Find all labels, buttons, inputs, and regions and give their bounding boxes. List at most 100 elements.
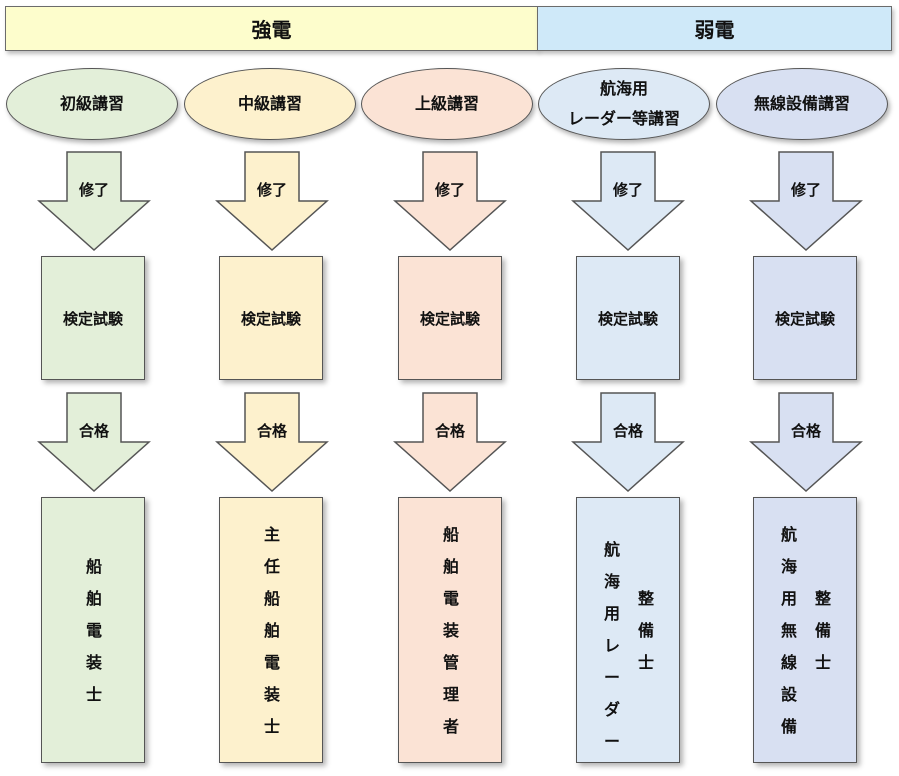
license-name-column: 航海用無線設備 <box>779 519 799 743</box>
completion-arrow-polygon <box>749 151 863 252</box>
course-label: 無線設備講習 <box>753 94 850 113</box>
license-char: 装 <box>442 621 459 640</box>
license-char: 海 <box>780 557 797 576</box>
license-char: 装 <box>85 653 102 672</box>
license-char: 備 <box>780 717 797 736</box>
exam-box: 検定試験 <box>398 256 502 380</box>
license-name-column: 整備士 <box>636 583 656 679</box>
license-char: 備 <box>814 621 831 640</box>
completion-arrow: 修了 <box>393 151 507 252</box>
strong-current-label: 強電 <box>251 18 292 42</box>
pass-arrow-label: 合格 <box>434 422 465 440</box>
pass-arrow: 合格 <box>571 392 685 493</box>
license-char: ダ <box>603 700 620 719</box>
pass-arrow-shape <box>749 392 863 493</box>
completion-arrow-label: 修了 <box>434 181 465 199</box>
license-char: 備 <box>637 621 654 640</box>
license-box: 航海用無線設備整備士 <box>753 497 857 763</box>
exam-box: 検定試験 <box>576 256 680 380</box>
license-name-column: 航海用レーダー <box>602 534 622 758</box>
license-char: 士 <box>814 653 831 672</box>
completion-arrow-shape <box>37 151 151 252</box>
pass-arrow-shape <box>393 392 507 493</box>
license-char: 用 <box>780 589 797 608</box>
completion-arrow-shape <box>393 151 507 252</box>
completion-arrow-label: 修了 <box>790 181 821 199</box>
license-char: 理 <box>442 685 459 704</box>
strong-current-header: 強電 <box>5 6 538 51</box>
pass-arrow-shape <box>215 392 329 493</box>
license-char: 船 <box>263 589 280 608</box>
license-char: レ <box>603 636 620 655</box>
course-node: 初級講習 <box>6 68 178 140</box>
exam-label: 検定試験 <box>419 309 480 328</box>
completion-arrow-polygon <box>571 151 685 252</box>
pass-arrow-polygon <box>393 392 507 493</box>
license-char: ー <box>603 668 620 687</box>
license-char: 舶 <box>263 621 280 640</box>
license-char: 航 <box>603 540 620 559</box>
license-char: 士 <box>85 685 102 704</box>
pass-arrow-label: 合格 <box>612 422 643 440</box>
license-char: 士 <box>263 717 280 736</box>
course-label: 中級講習 <box>237 94 302 113</box>
completion-arrow: 修了 <box>37 151 151 252</box>
pass-arrow: 合格 <box>393 392 507 493</box>
completion-arrow-polygon <box>393 151 507 252</box>
course-label: 航海用 <box>599 79 648 98</box>
license-char: 整 <box>637 589 654 608</box>
completion-arrow: 修了 <box>571 151 685 252</box>
exam-label: 検定試験 <box>62 309 123 328</box>
pass-arrow-shape <box>37 392 151 493</box>
exam-box: 検定試験 <box>41 256 145 380</box>
course-label: 初級講習 <box>59 94 124 113</box>
license-char: 用 <box>603 604 620 623</box>
license-char: 舶 <box>442 557 459 576</box>
license-char: 線 <box>780 653 797 672</box>
license-char: 海 <box>603 572 620 591</box>
exam-label: 検定試験 <box>240 309 301 328</box>
license-char: ー <box>603 732 620 751</box>
completion-arrow-shape <box>749 151 863 252</box>
license-name-column: 船舶電装士 <box>84 551 104 711</box>
license-char: 航 <box>780 525 797 544</box>
completion-arrow-label: 修了 <box>78 181 109 199</box>
license-char: 設 <box>780 685 797 704</box>
course-label: レーダー等講習 <box>567 109 680 128</box>
course-node: 航海用レーダー等講習 <box>538 68 710 140</box>
course-node: 無線設備講習 <box>716 68 888 140</box>
exam-label: 検定試験 <box>597 309 658 328</box>
license-char: 電 <box>263 653 280 672</box>
license-char: 無 <box>780 621 797 640</box>
license-char: 管 <box>442 653 459 672</box>
pass-arrow: 合格 <box>215 392 329 493</box>
pass-arrow-polygon <box>215 392 329 493</box>
pass-arrow-label: 合格 <box>790 422 821 440</box>
completion-arrow: 修了 <box>749 151 863 252</box>
pass-arrow: 合格 <box>37 392 151 493</box>
pass-arrow-shape <box>571 392 685 493</box>
license-char: 装 <box>263 685 280 704</box>
license-char: 士 <box>637 653 654 672</box>
license-box: 船舶電装管理者 <box>398 497 502 763</box>
pass-arrow-label: 合格 <box>256 422 287 440</box>
exam-label: 検定試験 <box>774 309 835 328</box>
course-label: 上級講習 <box>414 94 479 113</box>
completion-arrow-label: 修了 <box>612 181 643 199</box>
license-char: 任 <box>263 557 280 576</box>
completion-arrow-shape <box>571 151 685 252</box>
pass-arrow-polygon <box>571 392 685 493</box>
license-name-column: 整備士 <box>813 583 833 679</box>
license-char: 船 <box>85 557 102 576</box>
completion-arrow-label: 修了 <box>256 181 287 199</box>
license-box: 航海用レーダー整備士 <box>576 497 680 763</box>
license-char: 電 <box>442 589 459 608</box>
license-box: 船舶電装士 <box>41 497 145 763</box>
exam-box: 検定試験 <box>753 256 857 380</box>
license-char: 電 <box>85 621 102 640</box>
license-char: 船 <box>442 525 459 544</box>
completion-arrow-shape <box>215 151 329 252</box>
pass-arrow-label: 合格 <box>78 422 109 440</box>
course-node: 中級講習 <box>184 68 356 140</box>
course-node: 上級講習 <box>361 68 533 140</box>
